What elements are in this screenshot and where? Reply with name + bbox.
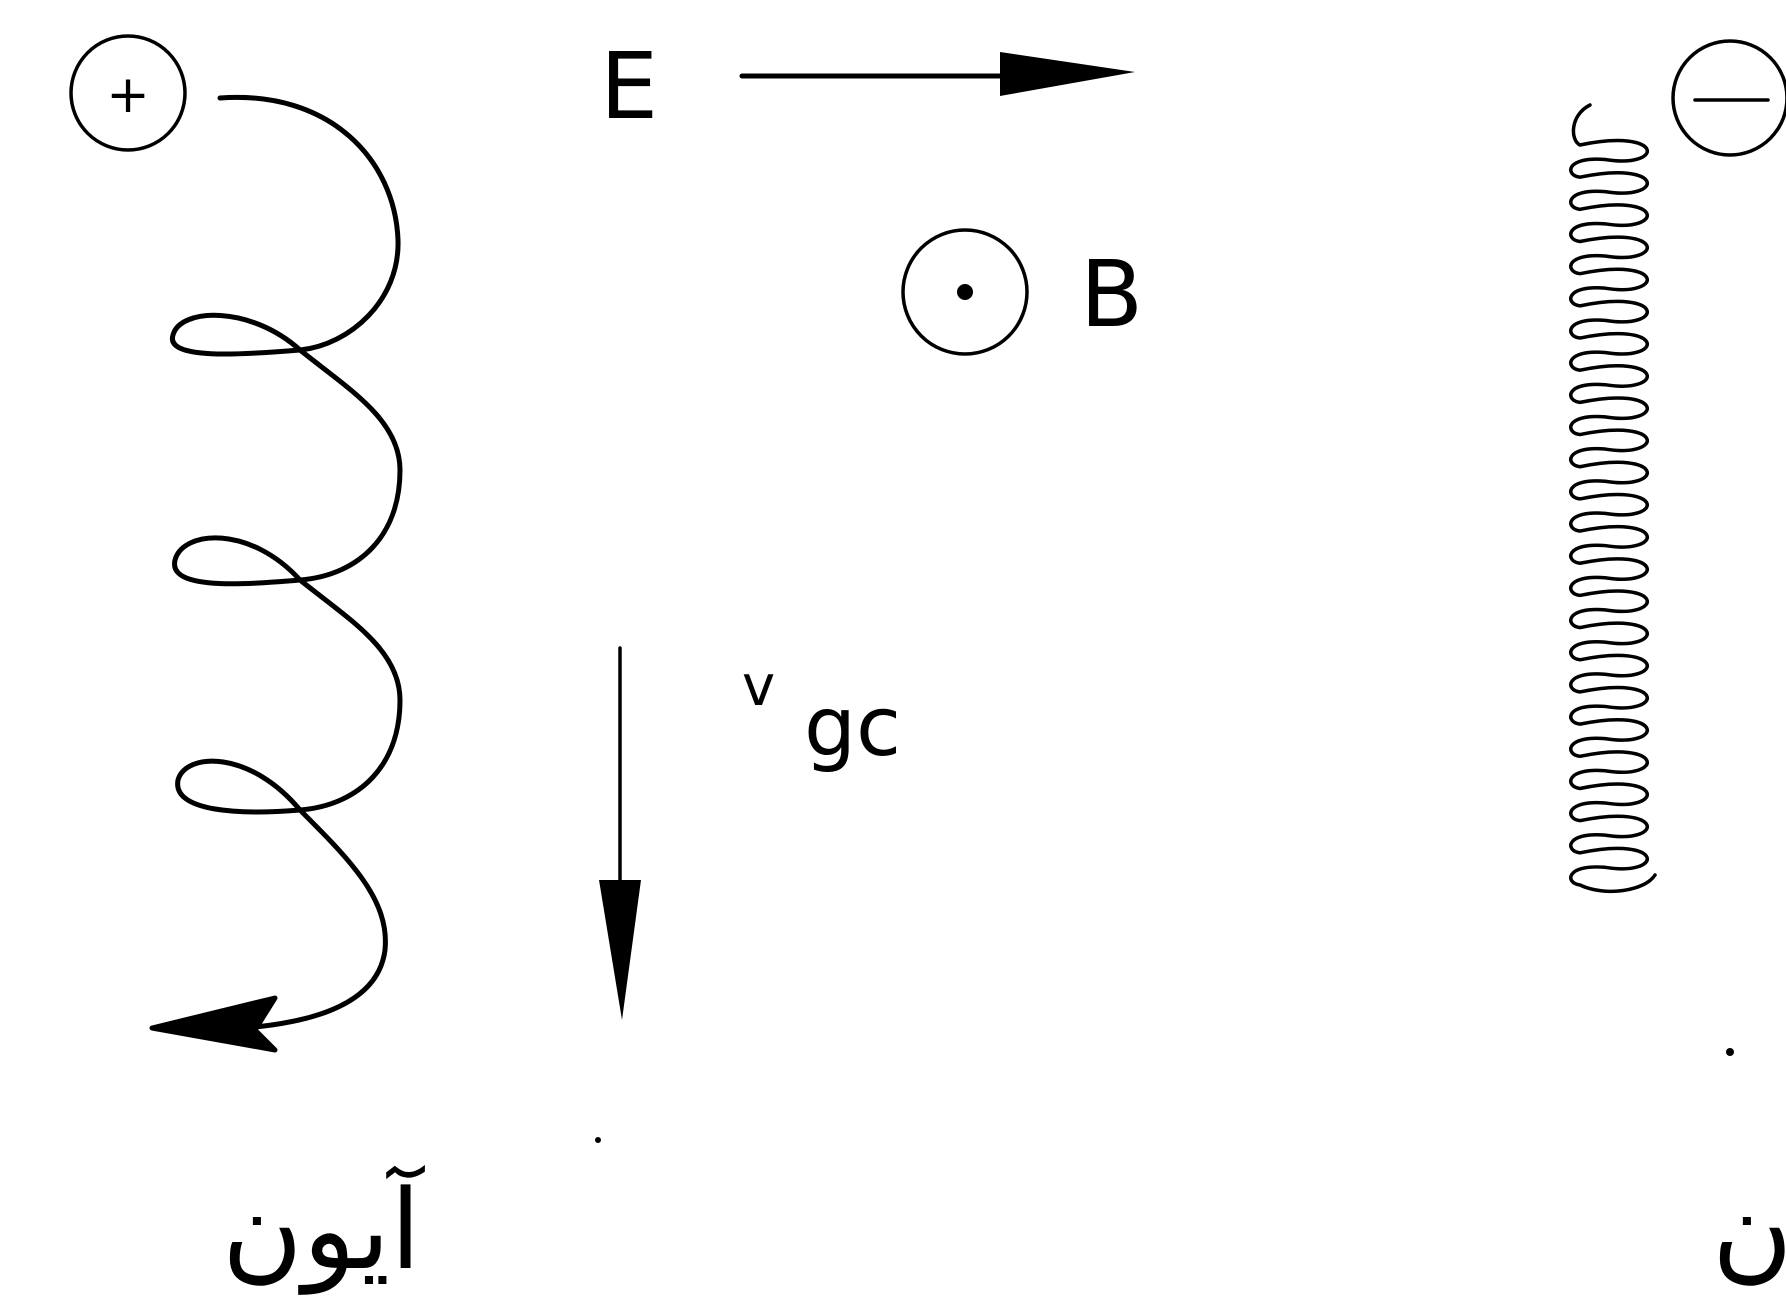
ion-circle <box>69 34 187 152</box>
electric-field-label: E <box>600 33 658 140</box>
drift-velocity-subscript: gc <box>804 680 901 775</box>
drift-velocity-arrowhead <box>599 880 641 1020</box>
ion-trajectory-arrowhead <box>149 995 278 1053</box>
drift-velocity-symbol: v <box>742 654 775 719</box>
electron-particle <box>1671 39 1786 157</box>
electric-field: E <box>600 33 1135 140</box>
magnetic-field-dot-in-circle-icon <box>901 228 1029 356</box>
magnetic-field-dot <box>957 284 973 300</box>
electric-field-arrowhead <box>1000 52 1135 96</box>
stray-mark-right <box>1726 1048 1734 1056</box>
ion-charge-sign: + <box>106 65 150 125</box>
ion-gyration-trajectory <box>170 94 403 1033</box>
magnetic-field: B <box>901 228 1143 356</box>
drift-velocity: v gc <box>599 646 901 1020</box>
ion-particle: + <box>69 34 187 152</box>
ion-caption: آیون <box>222 1164 425 1295</box>
electron-caption: إلكترون <box>1712 1166 1786 1295</box>
stray-mark-center <box>595 1137 601 1143</box>
electron-circle <box>1671 39 1786 157</box>
magnetic-field-label: B <box>1080 241 1143 348</box>
electron-gyration-trajectory <box>1569 103 1657 894</box>
